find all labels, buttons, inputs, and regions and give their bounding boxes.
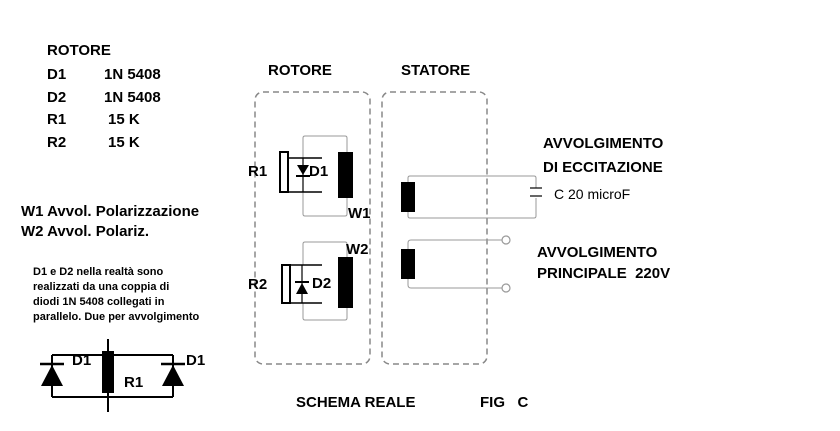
excitation-winding <box>401 182 415 212</box>
rotor-list-ref: D2 <box>47 89 67 106</box>
stator-excitation-circuit <box>401 175 542 219</box>
rotor-list-value: 15 K <box>108 134 140 151</box>
rotor-circuit-w1 <box>279 135 353 217</box>
r1-label: R1 <box>248 163 268 180</box>
rotor-list-value: 1N 5408 <box>104 66 161 83</box>
detail-r1-resistor <box>102 351 114 393</box>
main-label-line1: AVVOLGIMENTO <box>537 244 658 261</box>
capacitor-label: C 20 microF <box>554 186 631 202</box>
detail-d1-right-diode <box>162 365 184 386</box>
legend-w1: W1 Avvol. Polarizzazione <box>21 203 200 220</box>
w2-winding <box>338 257 353 308</box>
note-line: diodi 1N 5408 collegati in <box>33 296 165 308</box>
main-label-line2: PRINCIPALE 220V <box>537 265 671 282</box>
rotor-list-ref: R1 <box>47 111 67 128</box>
schema-caption: SCHEMA REALE <box>296 394 416 411</box>
rotor-dashed-box <box>254 91 371 365</box>
rotor-list-ref: R2 <box>47 134 67 151</box>
excitation-label-line1: AVVOLGIMENTO <box>543 135 664 152</box>
rotor-list-value: 1N 5408 <box>104 89 161 106</box>
stator-dashed-box <box>381 91 488 365</box>
note-line: D1 e D2 nella realtà sono <box>33 266 164 278</box>
main-winding <box>401 249 415 279</box>
rotor-circuit-w2 <box>281 241 353 321</box>
main-terminal-top <box>501 235 511 245</box>
d2-label: D2 <box>312 275 332 292</box>
rotor-list-ref: D1 <box>47 66 67 83</box>
excitation-label-line2: DI ECCITAZIONE <box>543 159 663 176</box>
d2-diode <box>296 283 308 294</box>
r2-label: R2 <box>248 276 268 293</box>
rotor-list-heading: ROTORE <box>47 42 111 59</box>
note-line: realizzati da una coppia di <box>33 281 170 293</box>
detail-r1-label: R1 <box>124 374 144 391</box>
rotor-title: ROTORE <box>268 62 332 79</box>
detail-d1-left-label: D1 <box>72 352 92 369</box>
diode-pair-detail <box>40 339 185 412</box>
r1-resistor <box>279 151 289 193</box>
d1-diode <box>297 165 309 175</box>
d1-label: D1 <box>309 163 329 180</box>
main-terminal-bottom <box>501 283 511 293</box>
w1-winding <box>338 152 353 198</box>
r2-resistor <box>281 264 291 304</box>
w2-label: W2 <box>346 241 369 258</box>
detail-d1-left-diode <box>41 365 63 386</box>
stator-main-circuit <box>401 235 511 293</box>
note-line: parallelo. Due per avvolgimento <box>33 311 200 323</box>
figure-label: FIG C <box>480 394 529 411</box>
w1-label: W1 <box>348 205 371 222</box>
detail-d1-right-label: D1 <box>186 352 206 369</box>
stator-title: STATORE <box>401 62 471 79</box>
rotor-list-value: 15 K <box>108 111 140 128</box>
legend-w2: W2 Avvol. Polariz. <box>21 223 150 240</box>
